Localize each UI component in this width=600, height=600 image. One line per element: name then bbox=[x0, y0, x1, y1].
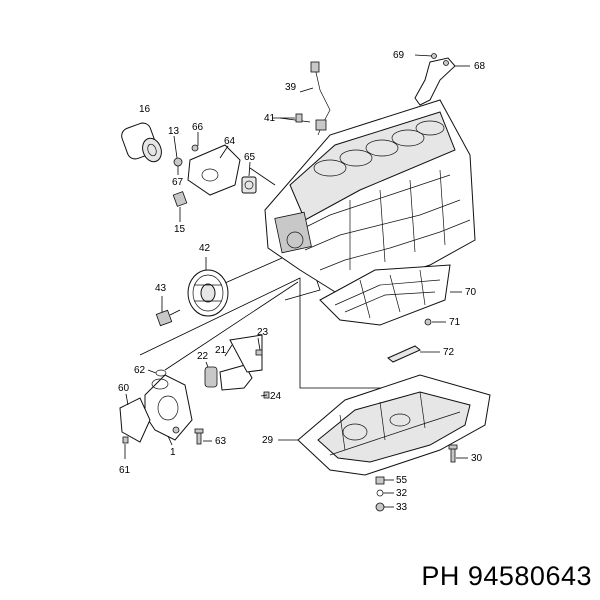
callout-41: 41 bbox=[264, 113, 276, 124]
callout-60: 60 bbox=[118, 383, 130, 394]
callout-15: 15 bbox=[174, 224, 186, 235]
callout-69: 69 bbox=[393, 50, 405, 61]
callout-72: 72 bbox=[443, 347, 455, 358]
callout-71: 71 bbox=[449, 317, 461, 328]
oil-pump-bolt bbox=[122, 436, 129, 444]
baffle-plate-bolt bbox=[424, 318, 432, 326]
oil-pan-bolt bbox=[448, 444, 458, 463]
callout-55: 55 bbox=[396, 475, 408, 486]
callout-24: 24 bbox=[270, 391, 282, 402]
callout-23: 23 bbox=[257, 327, 269, 338]
oil-filter-adapter bbox=[172, 144, 241, 207]
callout-62: 62 bbox=[134, 365, 146, 376]
callout-70: 70 bbox=[465, 287, 477, 298]
callout-29: 29 bbox=[262, 435, 274, 446]
oil-pump bbox=[144, 374, 193, 441]
callout-63: 63 bbox=[215, 436, 227, 447]
callout-68: 68 bbox=[474, 61, 486, 72]
crankshaft-pulley-bolt bbox=[155, 309, 181, 327]
oil-pressure-sensor bbox=[241, 176, 257, 194]
callout-21: 21 bbox=[215, 345, 227, 356]
callout-30: 30 bbox=[471, 453, 483, 464]
oil-pump-mount-bolt bbox=[194, 428, 204, 445]
callout-33: 33 bbox=[396, 502, 408, 513]
callout-39: 39 bbox=[285, 82, 297, 93]
callout-1: 1 bbox=[170, 447, 176, 458]
oil-pan bbox=[297, 374, 491, 476]
oil-baffle-plate bbox=[319, 264, 451, 326]
crankshaft-pulley bbox=[187, 269, 229, 317]
callout-leader-lines bbox=[124, 65, 470, 508]
oil-pump-seal bbox=[155, 369, 167, 377]
knock-sensor-assembly bbox=[279, 61, 331, 136]
callout-16: 16 bbox=[139, 104, 151, 115]
callout-42: 42 bbox=[199, 243, 211, 254]
oil-drain-plug-assembly bbox=[375, 476, 385, 512]
oil-filter bbox=[121, 122, 162, 163]
oil-pump-gasket bbox=[119, 397, 151, 443]
sealant-tube bbox=[387, 345, 421, 363]
engine-block bbox=[264, 99, 476, 296]
callout-22: 22 bbox=[197, 351, 209, 362]
callout-43: 43 bbox=[155, 283, 167, 294]
callout-13: 13 bbox=[168, 126, 180, 137]
callout-labels: 16 13 66 64 65 67 15 39 41 69 68 42 43 7… bbox=[118, 50, 486, 513]
callout-64: 64 bbox=[224, 136, 236, 147]
part-number-caption: PH 94580643 bbox=[421, 561, 592, 591]
callout-61: 61 bbox=[119, 465, 131, 476]
callout-65: 65 bbox=[244, 152, 256, 163]
oil-pickup-tube bbox=[204, 334, 270, 399]
callout-66: 66 bbox=[192, 122, 204, 133]
callout-32: 32 bbox=[396, 488, 408, 499]
callout-67: 67 bbox=[172, 177, 184, 188]
dipstick-tube-bracket bbox=[414, 53, 456, 106]
